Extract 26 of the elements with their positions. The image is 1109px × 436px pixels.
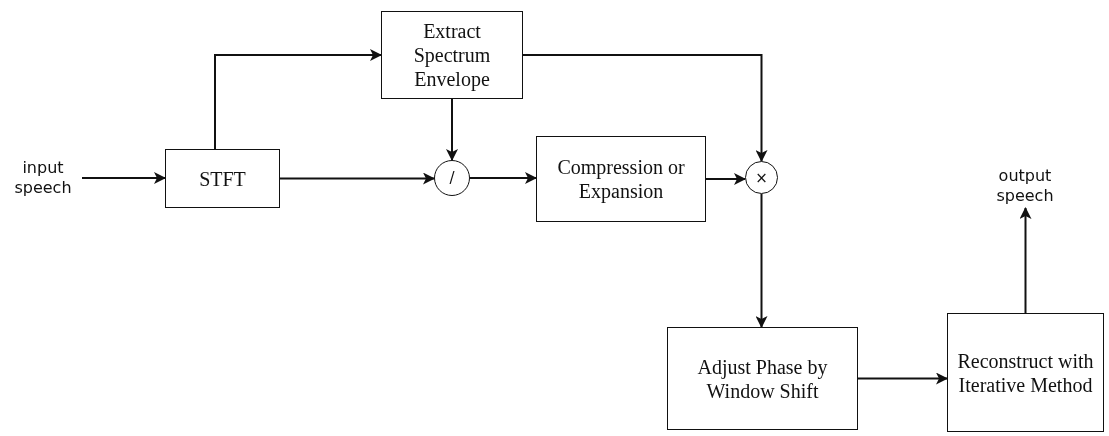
arrow xyxy=(81,172,166,184)
node-text: Adjust Phase by Window Shift xyxy=(696,354,829,403)
arrow xyxy=(705,173,746,185)
node-text: output speech xyxy=(995,166,1055,206)
process-box xyxy=(381,11,523,99)
operator-circle xyxy=(745,161,778,194)
arrow xyxy=(446,98,458,161)
operator-circle xyxy=(434,160,470,196)
node-text: × xyxy=(755,168,768,187)
node-text: STFT xyxy=(199,166,246,191)
node-text: / xyxy=(449,169,455,187)
arrow xyxy=(1019,207,1032,314)
arrow xyxy=(522,54,768,162)
arrow xyxy=(279,172,435,185)
node-text: Reconstruct with Iterative Method xyxy=(956,348,1095,397)
node-text: Compression or Expansion xyxy=(556,155,686,203)
node-text: input speech xyxy=(13,158,73,198)
arrow xyxy=(469,172,537,184)
process-box xyxy=(947,313,1104,432)
process-box xyxy=(667,327,858,430)
process-box xyxy=(165,149,280,208)
arrow xyxy=(755,193,768,328)
node-text: Extract Spectrum Envelope xyxy=(412,19,492,91)
process-box xyxy=(536,136,706,222)
arrow xyxy=(857,372,948,385)
arrow xyxy=(214,49,382,150)
